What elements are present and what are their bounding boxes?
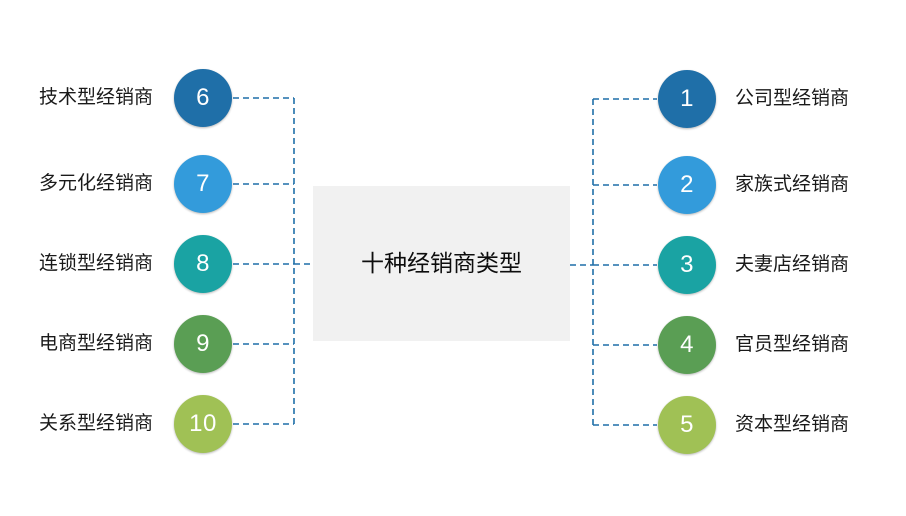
node-circle-8[interactable]: 8 bbox=[174, 235, 232, 293]
node-label-10: 关系型经销商 bbox=[38, 413, 153, 434]
node-circle-3[interactable]: 3 bbox=[658, 236, 716, 294]
node-number-8: 8 bbox=[196, 250, 210, 277]
node-label-3: 夫妻店经销商 bbox=[735, 254, 850, 275]
node-number-1: 1 bbox=[680, 85, 694, 112]
center-title-box: 十种经销商类型 bbox=[313, 186, 570, 341]
node-label-1: 公司型经销商 bbox=[735, 88, 850, 109]
node-circle-1[interactable]: 1 bbox=[658, 70, 716, 128]
node-label-7: 多元化经销商 bbox=[38, 173, 153, 194]
node-label-5: 资本型经销商 bbox=[735, 414, 850, 435]
node-circle-9[interactable]: 9 bbox=[174, 315, 232, 373]
node-circle-2[interactable]: 2 bbox=[658, 156, 716, 214]
node-number-3: 3 bbox=[680, 251, 694, 278]
page-title: 十种经销商类型 bbox=[361, 250, 522, 276]
node-circle-5[interactable]: 5 bbox=[658, 396, 716, 454]
node-number-4: 4 bbox=[680, 331, 694, 358]
node-number-10: 10 bbox=[189, 410, 217, 437]
node-number-6: 6 bbox=[196, 84, 210, 111]
node-circle-10[interactable]: 10 bbox=[174, 395, 232, 453]
node-label-6: 技术型经销商 bbox=[38, 87, 153, 108]
node-circle-7[interactable]: 7 bbox=[174, 155, 232, 213]
node-label-9: 电商型经销商 bbox=[38, 333, 153, 354]
node-number-5: 5 bbox=[680, 411, 694, 438]
node-number-2: 2 bbox=[680, 171, 694, 198]
node-label-2: 家族式经销商 bbox=[735, 174, 850, 195]
node-circle-6[interactable]: 6 bbox=[174, 69, 232, 127]
node-number-7: 7 bbox=[196, 170, 210, 197]
node-circle-4[interactable]: 4 bbox=[658, 316, 716, 374]
node-number-9: 9 bbox=[196, 330, 210, 357]
node-label-8: 连锁型经销商 bbox=[38, 253, 153, 274]
node-label-4: 官员型经销商 bbox=[735, 334, 850, 355]
